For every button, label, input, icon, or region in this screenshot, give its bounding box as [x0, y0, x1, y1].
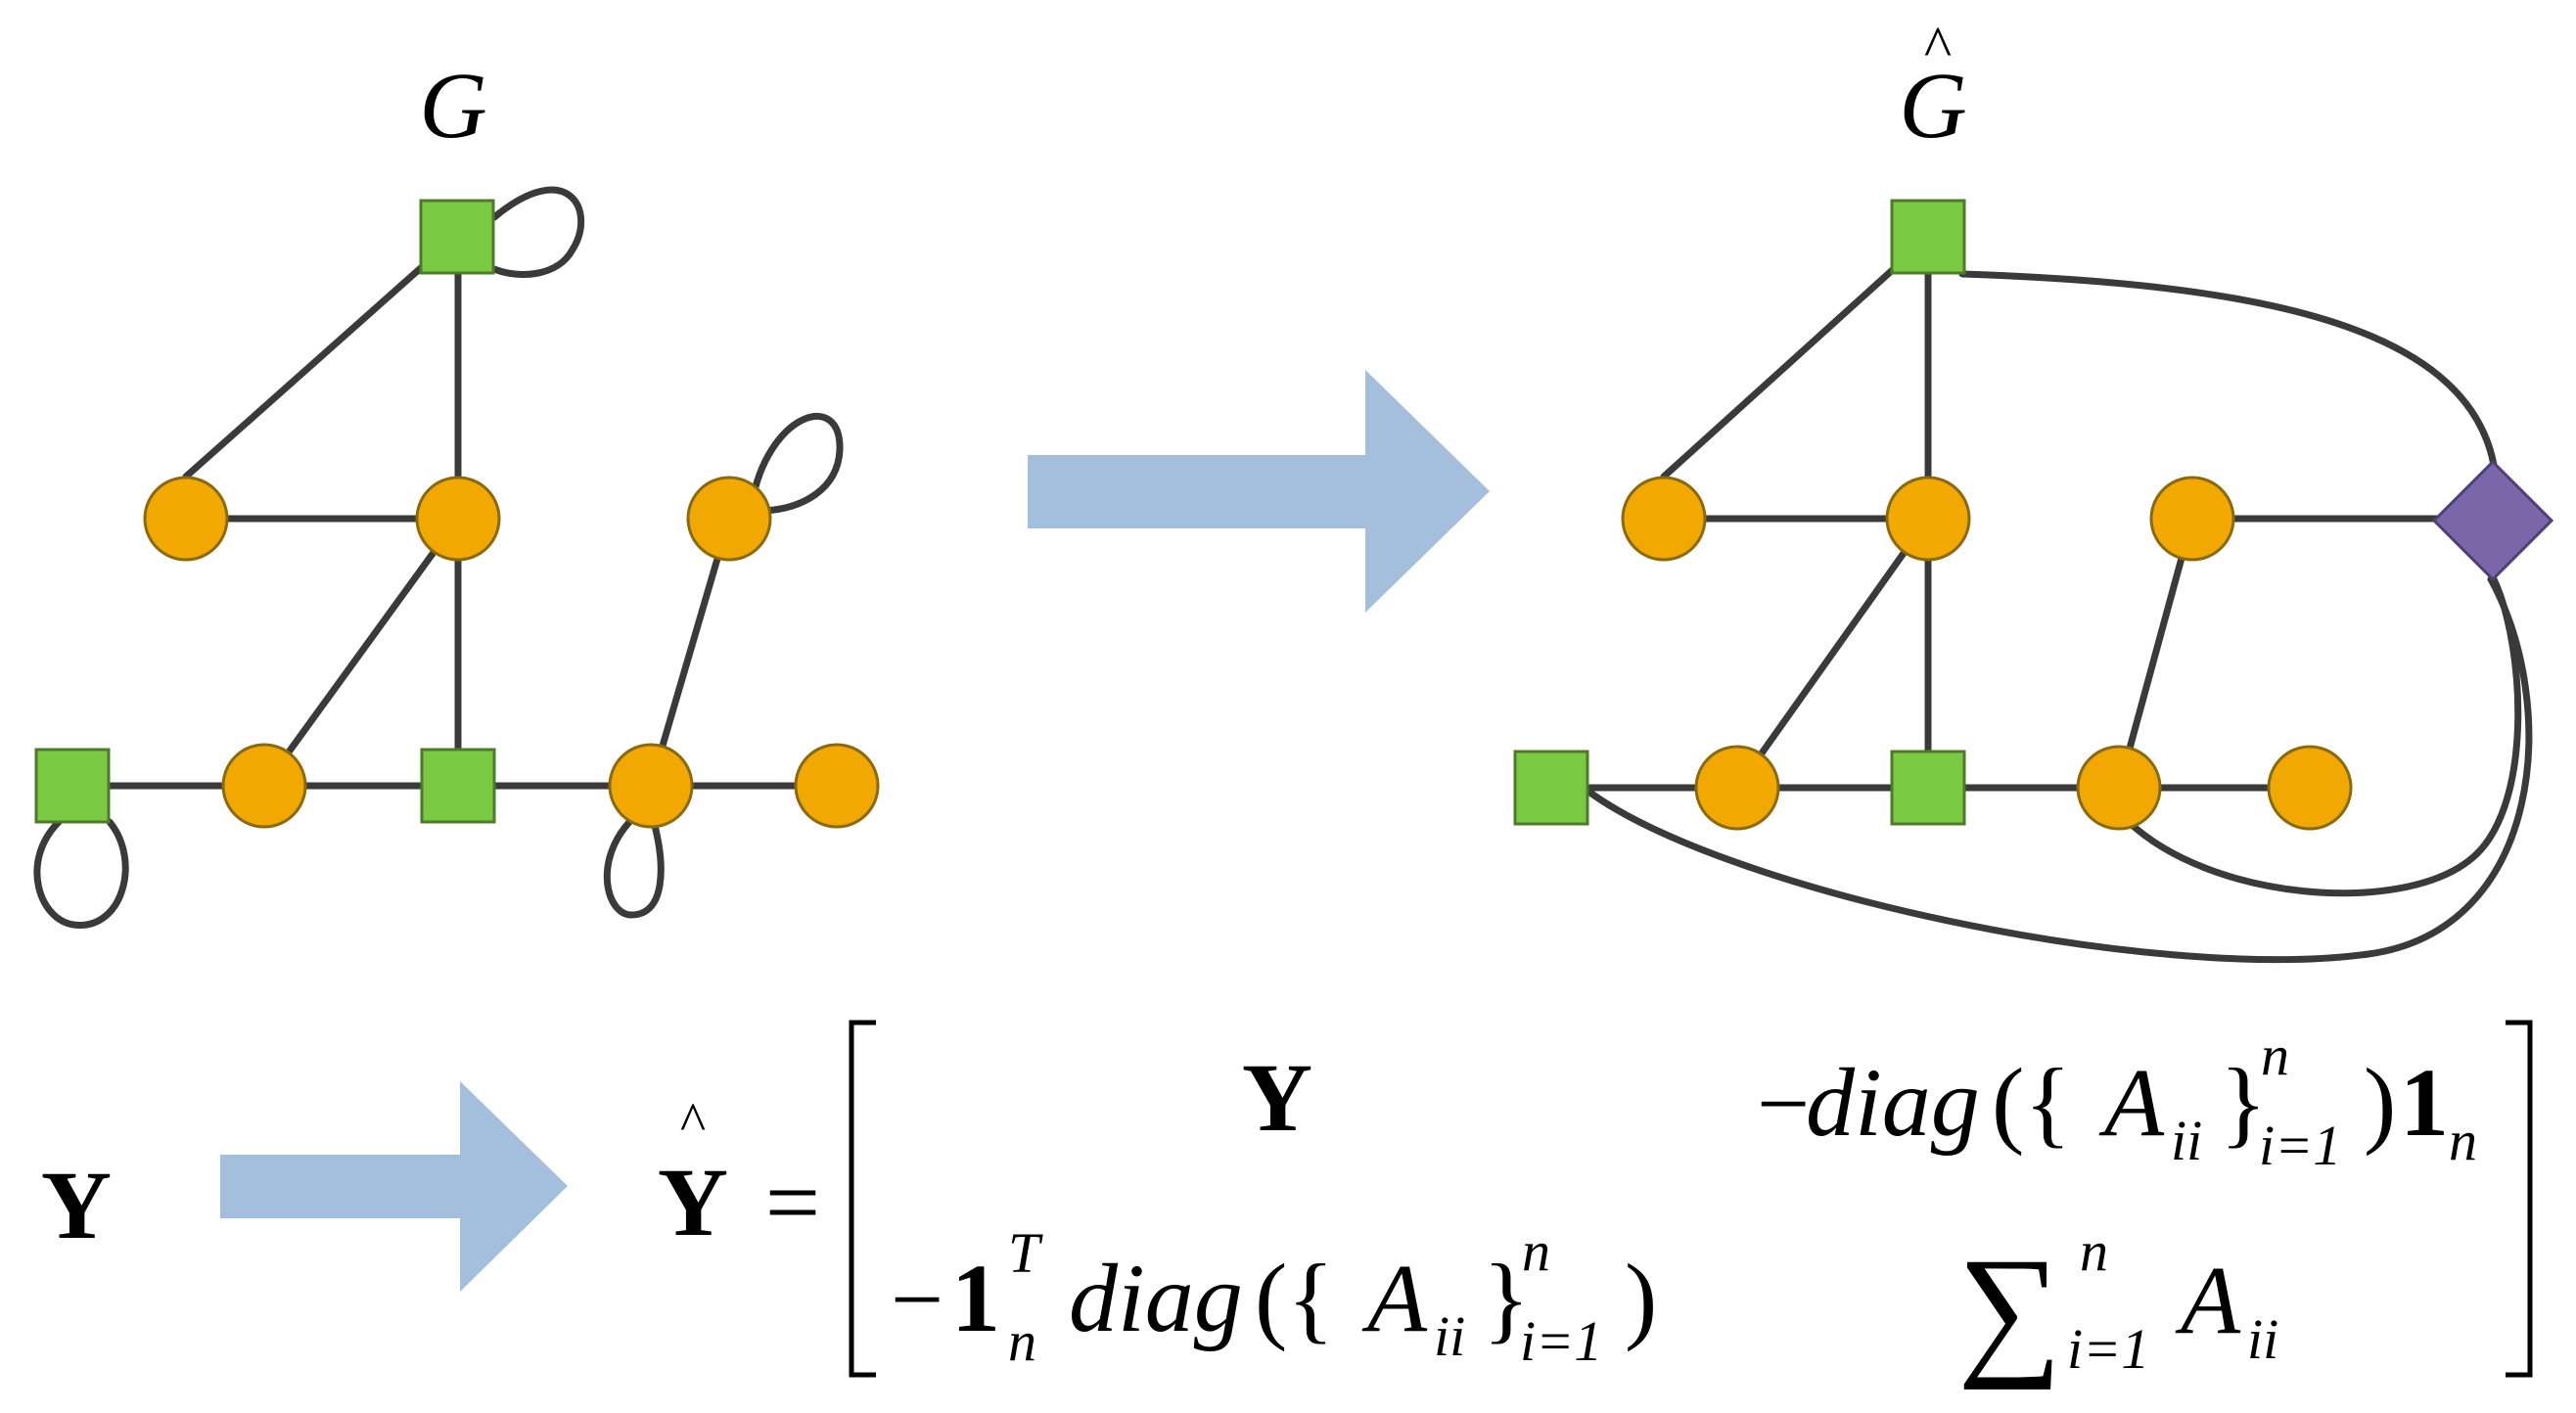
m22-sub: ii [2247, 1307, 2278, 1371]
variable-node [2267, 745, 2353, 831]
m22-lower: i=1 [2067, 1317, 2149, 1381]
self-loop [490, 186, 584, 278]
m22-var: A [2175, 1246, 2241, 1354]
m12-lower: i=1 [2259, 1114, 2341, 1177]
eq-lhs: Y [41, 1151, 112, 1259]
variable-node [1885, 476, 1971, 562]
self-loop [750, 412, 844, 515]
equation: Y ^ Y = Y − diag ({ A ii } n i=1 ) 1 n − [41, 1020, 2533, 1390]
transform-arrow [1028, 370, 1490, 613]
edge [2115, 515, 2196, 792]
equation-arrow [220, 1081, 568, 1292]
left-bracket [849, 1020, 876, 1378]
m12-minus: − [1757, 1051, 1810, 1156]
new-node-diamond [2431, 459, 2554, 582]
graph-left: G [33, 53, 880, 929]
variable-node [1621, 476, 1707, 562]
variable-node [415, 476, 501, 562]
m21-close-brace: } [1483, 1244, 1530, 1352]
variable-node [608, 743, 694, 829]
self-loop [33, 818, 129, 929]
edge-to-new-node [2125, 575, 2522, 897]
m21-sup: n [1522, 1219, 1550, 1283]
m12-close-brace: } [2220, 1048, 2267, 1157]
eq-equals: = [765, 1148, 820, 1256]
m12-func: diag [1806, 1048, 1980, 1157]
m22-sup: n [2080, 1219, 2108, 1283]
m21-one: 1 [951, 1244, 1000, 1352]
variable-node [2149, 476, 2235, 562]
m21-close: ) [1625, 1244, 1657, 1352]
m12-one: 1 [2400, 1048, 2449, 1157]
variable-node [794, 743, 880, 829]
matrix-entry-21: − 1 T n diag ({ A ii } n i=1 ) [891, 1219, 1657, 1373]
m12-close: ) [2364, 1048, 2396, 1157]
edge [1733, 515, 1932, 792]
m12-var: A [2098, 1048, 2165, 1157]
m12-sup: n [2261, 1024, 2289, 1087]
factor-node [419, 199, 495, 275]
factor-node [1890, 199, 1966, 275]
variable-node [1694, 745, 1780, 831]
right-bracket [2506, 1020, 2533, 1378]
m21-minus: − [891, 1247, 943, 1351]
matrix-entry-22: ∑ n i=1 A ii [1957, 1219, 2278, 1390]
m12-one-sub: n [2449, 1109, 2477, 1172]
factor-node [1890, 750, 1966, 826]
matrix-entry-12: − diag ({ A ii } n i=1 ) 1 n [1757, 1024, 2477, 1177]
m12-sub: ii [2171, 1109, 2202, 1172]
factor-node [420, 748, 496, 824]
m21-open: ({ [1255, 1244, 1334, 1352]
graph-right: ^ G [1513, 15, 2554, 964]
edge-to-new-node [1584, 575, 2533, 964]
variable-node [143, 476, 229, 562]
edge [647, 515, 733, 790]
m21-one-sup: T [1008, 1221, 1043, 1285]
graph-right-label-accent: ^ [1924, 15, 1952, 79]
graph-right-label: G [1899, 53, 1966, 158]
m21-lower: i=1 [1520, 1309, 1602, 1373]
m22-sum: ∑ [1957, 1228, 2062, 1390]
factor-node [1513, 750, 1589, 826]
edge [260, 515, 462, 790]
eq-result-symbol: Y [658, 1148, 728, 1256]
m21-var: A [1361, 1244, 1428, 1352]
edge-to-new-node [1958, 270, 2498, 469]
m21-sub: ii [1434, 1304, 1465, 1368]
graph-left-label: G [419, 53, 486, 158]
eq-result-accent: ^ [680, 1092, 706, 1153]
variable-node [221, 743, 307, 829]
edge [182, 231, 462, 480]
variable-node [2076, 745, 2162, 831]
m21-func: diag [1069, 1244, 1243, 1352]
variable-node [686, 476, 772, 562]
m12-open: ({ [1992, 1048, 2071, 1157]
factor-node [34, 748, 111, 824]
self-loop [603, 816, 665, 919]
edge [1660, 234, 1932, 480]
matrix-entry-11: Y [1242, 1043, 1312, 1152]
m21-one-sub: n [1008, 1309, 1036, 1373]
